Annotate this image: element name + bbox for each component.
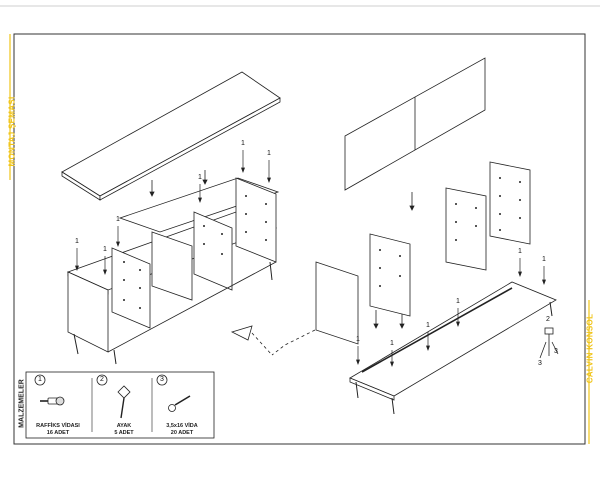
material-qty-1: 16 ADET [46,430,70,436]
material-number-1: 1 [38,376,42,383]
callout-1-i: 1 [426,322,430,329]
material-caption-2: AYAK 5 ADET [94,423,154,437]
callout-1-j: 1 [456,298,460,305]
material-number-circles [34,374,168,386]
diagram-title-left: MONTAJ ŞEMASI [7,96,17,167]
callout-2: 2 [546,316,550,323]
hole-markers-left [123,195,267,309]
leg-detail [539,327,559,359]
callout-1-k: 1 [518,248,522,255]
back-panel-right [344,57,486,191]
wood-screw-icon [168,395,191,412]
hole-markers-right [379,177,521,287]
callout-1-h: 1 [390,340,394,347]
assembly-direction-arrow [230,325,316,356]
material-name-3: 3,5x16 VİDA [166,423,198,429]
top-panel-left [61,71,281,201]
down-arrows-left [149,170,208,197]
material-caption-1: RAFFİKS VİDASI 16 ADET [28,423,88,437]
callout-1-f: 1 [267,150,271,157]
material-number-2: 2 [100,376,104,383]
callout-1-d: 1 [198,174,202,181]
material-qty-3: 20 ADET [170,430,194,436]
cam-lock-screw-icon [40,396,65,406]
material-name-2: AYAK [116,423,132,429]
callout-3-a: 3 [554,348,558,355]
base-legs [355,301,553,415]
furniture-leg-icon [117,385,131,419]
material-qty-2: 5 ADET [114,430,134,436]
callout-1-l: 1 [542,256,546,263]
cabinet-body [66,177,280,353]
material-caption-3: 3,5x16 VİDA 20 ADET [152,423,212,437]
callout-arrows-left [74,150,272,275]
materials-box [25,371,215,439]
callout-3-b: 3 [538,360,542,367]
product-name-right: CALVIN KONSOL [585,313,595,384]
callout-1-a: 1 [75,238,79,245]
callout-1-e: 1 [241,140,245,147]
callout-arrows-right [355,258,547,367]
material-name-1: RAFFİKS VİDASI [36,423,80,429]
sheet-border [13,33,586,445]
callout-1-b: 1 [103,246,107,253]
materials-heading: MALZEMELER [18,379,26,428]
cabinet-legs [73,261,273,365]
callout-1-g: 1 [356,336,360,343]
callout-1-c: 1 [116,216,120,223]
material-number-3: 3 [160,376,164,383]
